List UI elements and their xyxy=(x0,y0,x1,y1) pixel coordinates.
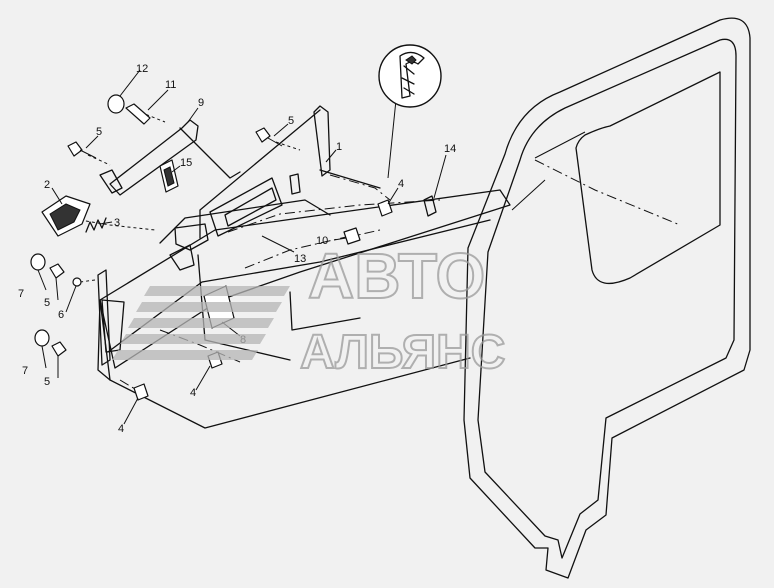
callout-15: 15 xyxy=(180,157,192,169)
clip-4-lower-shape xyxy=(133,383,149,401)
callout-5-middle: 5 xyxy=(44,297,50,309)
bolt-11-shape xyxy=(125,103,151,125)
callout-2: 2 xyxy=(44,179,50,191)
cap-12-shape xyxy=(107,94,125,114)
callout-4-middle: 4 xyxy=(190,387,196,399)
cab-body xyxy=(463,17,751,579)
callout-1: 1 xyxy=(336,141,342,153)
callout-4-lower: 4 xyxy=(118,423,124,435)
spring-3-shape xyxy=(85,217,107,233)
washer-6-shape xyxy=(72,277,82,287)
leader-lines xyxy=(37,69,447,425)
watermark-line2: АЛЬЯНС xyxy=(300,326,505,379)
callout-6: 6 xyxy=(58,309,64,321)
callout-14: 14 xyxy=(444,143,456,155)
cap-7-upper-shape xyxy=(30,253,46,271)
callout-3: 3 xyxy=(114,217,120,229)
callout-7-lower: 7 xyxy=(22,365,28,377)
screw-5-upper-left-shape xyxy=(67,141,83,157)
seal-detail-view xyxy=(378,44,442,108)
callout-5-upper-right: 5 xyxy=(288,115,294,127)
callout-5-upper-left: 5 xyxy=(96,126,102,138)
callout-11: 11 xyxy=(165,79,176,91)
watermark-logo: АВТО АЛЬЯНС xyxy=(112,239,506,380)
cap-7-lower-shape xyxy=(34,329,50,347)
screw-5-lower-shape xyxy=(51,341,67,357)
callout-12: 12 xyxy=(136,63,148,75)
interior-panels xyxy=(97,105,511,429)
callout-5-lower: 5 xyxy=(44,376,50,388)
callout-4-upper: 4 xyxy=(398,178,404,190)
clip-4-upper-shape xyxy=(377,199,393,217)
screw-5-middle-shape xyxy=(49,263,65,279)
watermark-line1: АВТО xyxy=(308,240,485,312)
callout-10: 10 xyxy=(316,235,328,247)
clip-10-shape xyxy=(343,227,361,245)
callout-7-upper: 7 xyxy=(18,288,24,300)
callout-9: 9 xyxy=(198,97,204,109)
screw-5-upper-right-shape xyxy=(255,127,271,143)
callout-13: 13 xyxy=(294,253,306,265)
